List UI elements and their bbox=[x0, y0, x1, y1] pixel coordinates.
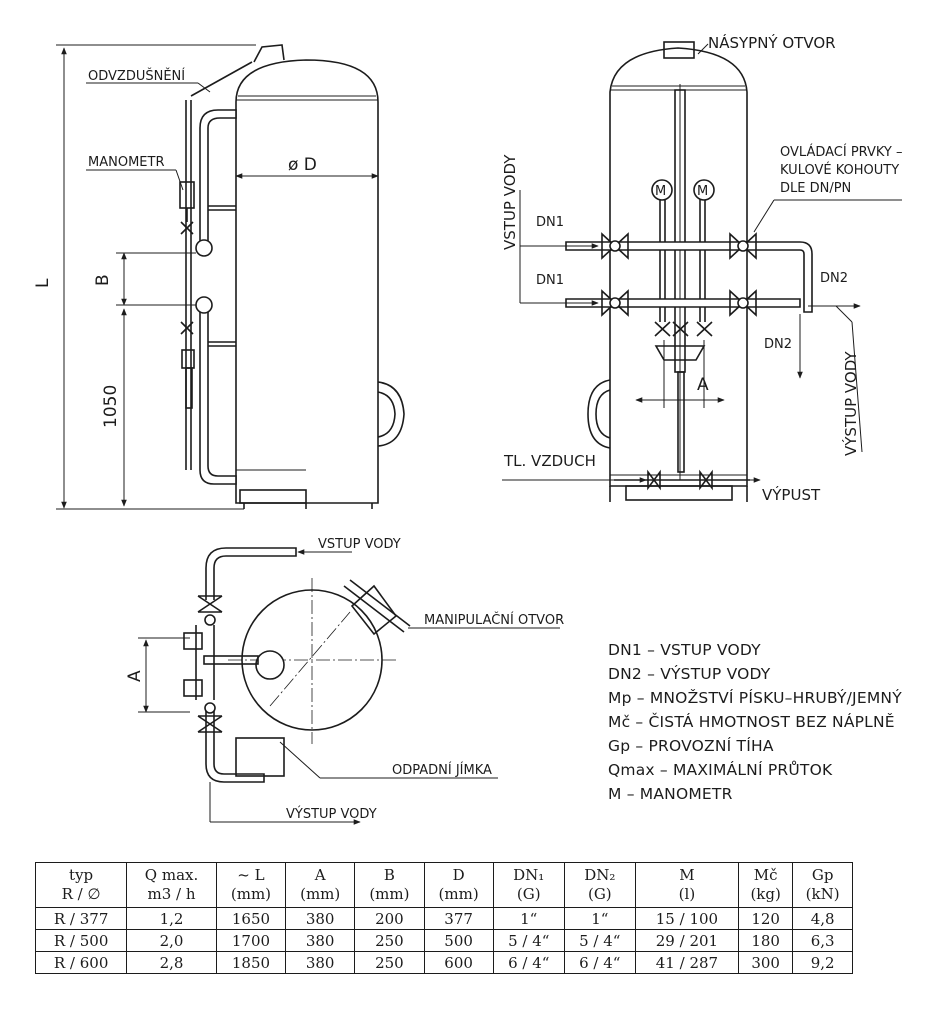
legend-item: M – MANOMETR bbox=[608, 785, 733, 803]
table-cell: 250 bbox=[354, 929, 425, 952]
header-m: M(l) bbox=[634, 862, 740, 908]
label-vstup-vody-top: VSTUP VODY bbox=[318, 537, 401, 552]
label-tl-vzduch: TL. VZDUCH bbox=[503, 452, 596, 470]
table-cell: 6 / 4“ bbox=[563, 951, 636, 974]
table-cell: 29 / 201 bbox=[634, 929, 740, 952]
label-vypust: VÝPUST bbox=[762, 485, 821, 504]
table-cell: 2,8 bbox=[126, 951, 217, 974]
legend-item: Qmax – MAXIMÁLNÍ PRŮTOK bbox=[608, 761, 833, 779]
label-manometr: MANOMETR bbox=[88, 155, 164, 170]
legend-list: DN1 – VSTUP VODY DN2 – VÝSTUP VODY Mp – … bbox=[608, 638, 902, 806]
header-l: ~ L(mm) bbox=[215, 862, 287, 908]
table-cell: 180 bbox=[738, 929, 794, 952]
table-row: R / 377 1,2 1650 380 200 377 1“ 1“ 15 / … bbox=[34, 907, 853, 930]
table-cell: 2,0 bbox=[126, 929, 217, 952]
table-cell: 15 / 100 bbox=[634, 907, 740, 930]
label-ovladaci-2: KULOVÉ KOHOUTY bbox=[780, 162, 899, 178]
table-cell: 1“ bbox=[492, 907, 565, 930]
label-nasypny-otvor: NÁSYPNÝ OTVOR bbox=[708, 33, 836, 52]
table-cell: 250 bbox=[354, 951, 425, 974]
table-cell: 120 bbox=[738, 907, 794, 930]
table-cell: 4,8 bbox=[792, 907, 853, 930]
table-cell: 1“ bbox=[563, 907, 636, 930]
dim-b-label: B bbox=[93, 274, 113, 286]
manometer-symbol-right: M bbox=[697, 184, 708, 199]
legend-item: DN2 – VÝSTUP VODY bbox=[608, 665, 771, 683]
label-vystup-vody-vertical: VÝSTUP VODY bbox=[841, 351, 860, 456]
label-odpadni-jimka: ODPADNÍ JÍMKA bbox=[392, 762, 492, 778]
table-cell: 380 bbox=[285, 907, 356, 930]
table-cell: 600 bbox=[423, 951, 494, 974]
label-vstup-vody-vertical: VSTUP VODY bbox=[501, 154, 519, 250]
table-cell: 380 bbox=[285, 951, 356, 974]
label-dn2-down: DN2 bbox=[764, 337, 792, 352]
legend-item: Gp – PROVOZNÍ TÍHA bbox=[608, 737, 774, 755]
header-qmax: Q max.m3 / h bbox=[126, 862, 217, 908]
table-cell: R / 600 bbox=[34, 951, 128, 974]
table-cell: 1650 bbox=[215, 907, 287, 930]
label-vystup-vody-bottom: VÝSTUP VODY bbox=[286, 806, 377, 822]
header-gp: Gp(kN) bbox=[792, 862, 853, 908]
label-manipulacni-otvor: MANIPULAČNÍ OTVOR bbox=[424, 612, 564, 628]
label-odvzdusneni: ODVZDUŠNĚNÍ bbox=[88, 68, 185, 84]
top-view: A VSTUP VODY MANIPULAČNÍ OTVOR ODPADNÍ J… bbox=[125, 537, 564, 825]
legend-item: Mp – MNOŽSTVÍ PÍSKU–HRUBÝ/JEMNÝ bbox=[608, 689, 902, 707]
table-row: R / 600 2,8 1850 380 250 600 6 / 4“ 6 / … bbox=[34, 951, 853, 974]
side-view: ø D L B 1050 ODVZDUŠNĚNÍ MANOMETR bbox=[33, 44, 405, 510]
table-cell: 300 bbox=[738, 951, 794, 974]
label-dn1-top: DN1 bbox=[536, 215, 564, 230]
manometer-symbol-left: M bbox=[655, 184, 666, 199]
header-a: A(mm) bbox=[285, 862, 356, 908]
table-row: R / 500 2,0 1700 380 250 500 5 / 4“ 5 / … bbox=[34, 929, 853, 952]
table-cell: 1850 bbox=[215, 951, 287, 974]
table-cell: 5 / 4“ bbox=[563, 929, 636, 952]
technical-drawing: ø D L B 1050 ODVZDUŠNĚNÍ MANOMETR bbox=[33, 33, 903, 825]
header-d: D(mm) bbox=[423, 862, 494, 908]
table-cell: 6 / 4“ bbox=[492, 951, 565, 974]
header-b: B(mm) bbox=[354, 862, 425, 908]
top-dim-a-label: A bbox=[125, 670, 145, 682]
header-dn1: DN₁(G) bbox=[492, 862, 565, 908]
table-cell: 1,2 bbox=[126, 907, 217, 930]
table-cell: 1700 bbox=[215, 929, 287, 952]
header-mc: Mč(kg) bbox=[738, 862, 794, 908]
label-ovladaci-3: DLE DN/PN bbox=[780, 181, 851, 196]
table-cell: 380 bbox=[285, 929, 356, 952]
legend-item: DN1 – VSTUP VODY bbox=[608, 641, 761, 659]
table-cell: 5 / 4“ bbox=[492, 929, 565, 952]
table-cell: 41 / 287 bbox=[634, 951, 740, 974]
front-dim-a-label: A bbox=[697, 375, 709, 395]
label-ovladaci-1: OVLÁDACÍ PRVKY – bbox=[780, 144, 903, 160]
table-cell: 200 bbox=[354, 907, 425, 930]
diameter-label: ø D bbox=[288, 155, 317, 175]
header-dn2: DN₂(G) bbox=[563, 862, 636, 908]
front-view: M M A bbox=[501, 33, 903, 504]
table-cell: R / 500 bbox=[34, 929, 128, 952]
dim-l-label: L bbox=[33, 278, 53, 288]
label-dn1-bottom: DN1 bbox=[536, 273, 564, 288]
dim-1050-label: 1050 bbox=[101, 385, 121, 428]
table-cell: 9,2 bbox=[792, 951, 853, 974]
legend-item: Mč – ČISTÁ HMOTNOST BEZ NÁPLNĚ bbox=[608, 713, 895, 731]
table-cell: 377 bbox=[423, 907, 494, 930]
label-dn2-right: DN2 bbox=[820, 271, 848, 286]
table-cell: 500 bbox=[423, 929, 494, 952]
table-cell: R / 377 bbox=[34, 907, 128, 930]
table-cell: 6,3 bbox=[792, 929, 853, 952]
